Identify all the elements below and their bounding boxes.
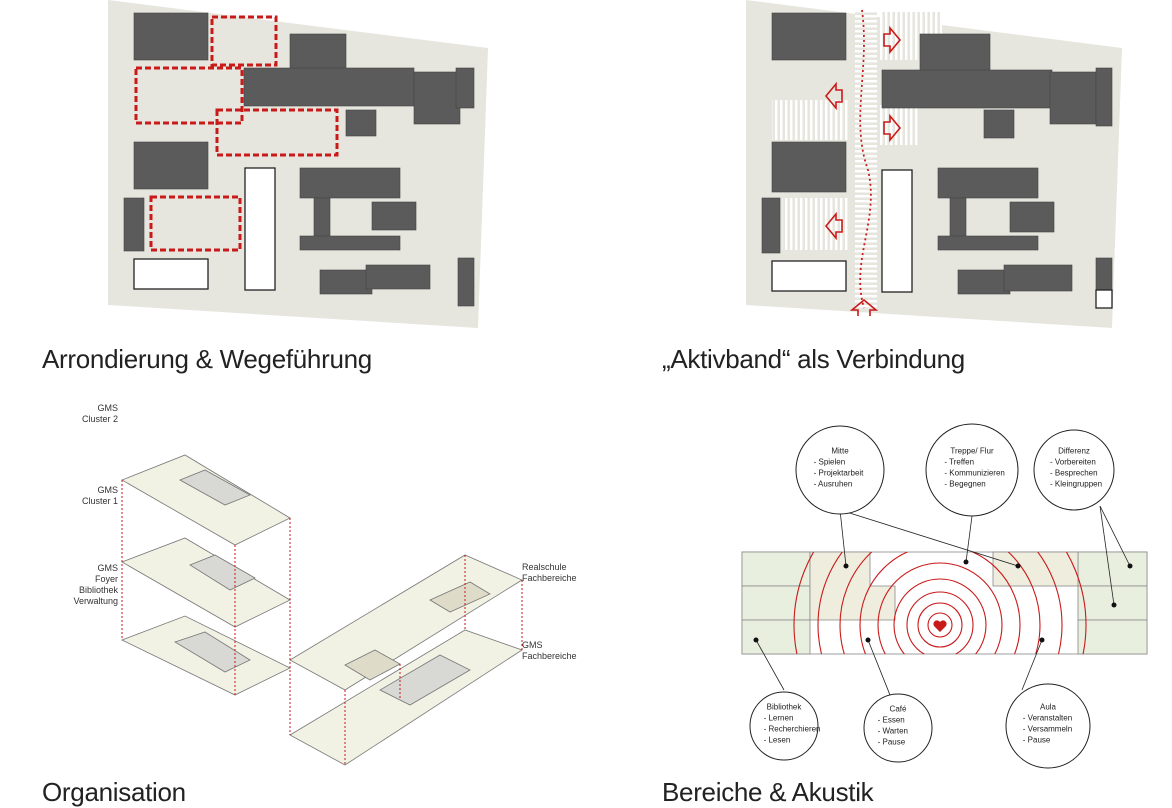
organisation-label-line: Foyer	[94, 574, 118, 584]
development-areas	[134, 15, 339, 252]
zone-bubble-item: - Versammeln	[1023, 725, 1072, 734]
zone-bubble-item: - Kleingruppen	[1050, 480, 1102, 489]
zone-bubble-item: - Ausruhen	[814, 480, 853, 489]
organisation-label-line: Cluster 2	[81, 414, 118, 424]
zone-bubbles: Mitte - Spielen - Projektarbeit - Ausruhen T…	[749, 423, 1115, 769]
organisation-label-line: Cluster 1	[81, 496, 118, 506]
zone-bubble-item: - Lesen	[764, 736, 791, 745]
akustik-diagram: Mitte - Spielen - Projektarbeit - Ausruhen T…	[741, 423, 1148, 769]
zone-bubble-title: Bibliothek	[767, 703, 803, 712]
zone-bubble-title: Café	[890, 705, 907, 714]
zone-bubble-circle	[925, 423, 1019, 517]
organisation-label-line: Bibliothek	[78, 585, 118, 595]
site-plan-aktivband	[746, 0, 1122, 328]
zone-bubble-title: Mitte	[831, 447, 849, 456]
zone-bubble-item: - Besprechen	[1050, 469, 1098, 478]
zone-bubble-item: - Recherchieren	[764, 725, 821, 734]
organisation-label-line: GMS	[97, 485, 118, 495]
zone-bubble-title: Differenz	[1058, 447, 1090, 456]
zone-bubble-item: - Lernen	[764, 714, 794, 723]
zone-bubble: Mitte - Spielen - Projektarbeit - Ausruhen	[795, 425, 885, 515]
zone-bubble-circle	[1005, 683, 1091, 769]
organisation-label-line: Fachbereiche	[522, 573, 577, 583]
floor-plates	[120, 454, 523, 766]
zone-bubble-item: - Warten	[878, 727, 908, 736]
organisation-label-line: Fachbereiche	[522, 651, 577, 661]
caption-akustik: Bereiche & Akustik	[662, 777, 874, 807]
zone-bubble: Bibliothek - Lernen - Recherchieren - Lesen	[749, 691, 821, 761]
zone-bubble-item: - Begegnen	[944, 480, 985, 489]
floor-plan	[741, 551, 1148, 655]
organisation-label-line: Realschule	[522, 562, 567, 572]
existing-buildings	[761, 12, 1113, 295]
sound-rings	[793, 552, 1087, 654]
zone-bubble-item: - Essen	[878, 716, 905, 725]
zone-bubble-circle	[795, 425, 885, 515]
organisation-label-line: GMS	[97, 563, 118, 573]
new-buildings	[133, 167, 276, 291]
zone-bubble-item: - Pause	[878, 738, 906, 747]
zone-bubble: Café - Essen - Warten - Pause	[863, 693, 933, 763]
site-plan-arrondierung	[108, 0, 488, 328]
zone-bubble: Aula - Veranstalten - Versammeln - Pause	[1005, 683, 1091, 769]
zone-bubble-item: - Pause	[1023, 736, 1051, 745]
heart-icon	[933, 620, 947, 632]
zone-bubble-title: Aula	[1040, 703, 1057, 712]
zone-bubble-item: - Vorbereiten	[1050, 458, 1096, 467]
zone-bubble-title: Treppe/ Flur	[950, 447, 994, 456]
organisation-diagram	[120, 454, 523, 766]
connector-lines	[121, 480, 523, 765]
anchor-dots	[753, 559, 1133, 643]
zone-bubble-circle	[749, 691, 819, 761]
zone-bubble-item: - Spielen	[814, 458, 846, 467]
zone-bubble-item: - Treffen	[944, 458, 974, 467]
arrow-icons	[824, 25, 902, 316]
organisation-label-line: GMS	[522, 640, 543, 650]
organisation-label-line: Verwaltung	[73, 596, 118, 606]
zone-bubble-item: - Kommunizieren	[944, 469, 1004, 478]
caption-arrondierung: Arrondierung & Wegeführung	[42, 344, 372, 374]
leader-lines	[755, 505, 1131, 701]
zone-bubble-item: - Veranstalten	[1023, 714, 1072, 723]
new-buildings	[771, 169, 1113, 309]
caption-aktivband: „Aktivband“ als Verbindung	[662, 344, 965, 374]
caption-organisation: Organisation	[42, 777, 186, 807]
zone-bubble-circle	[863, 693, 933, 763]
zone-bubble: Differenz - Vorbereiten - Besprechen - Klei…	[1033, 429, 1115, 511]
zone-bubble: Treppe/ Flur - Treffen - Kommunizieren - Be…	[925, 423, 1019, 517]
existing-buildings	[123, 12, 475, 307]
zone-bubble-item: - Projektarbeit	[814, 469, 865, 478]
zone-bubble-circle	[1033, 429, 1115, 511]
organisation-label-line: GMS	[97, 403, 118, 413]
